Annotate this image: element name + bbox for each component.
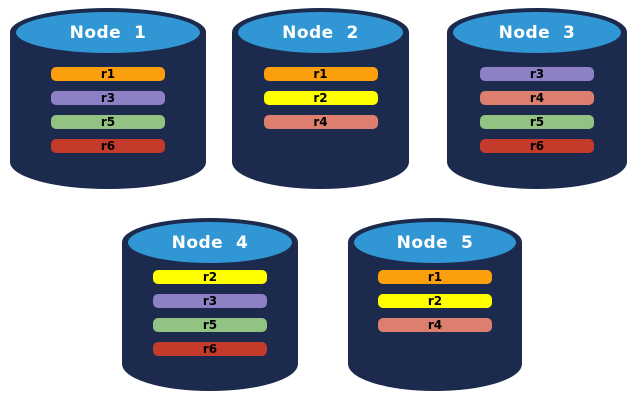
db-node-3: Node 3 r3 r4 r5 r6 (447, 8, 627, 189)
replica-bar-r2: r2 (263, 91, 378, 105)
node-label: Node 5 (396, 232, 474, 253)
db-cylinder-top: Node 3 (450, 9, 624, 56)
db-cylinder-top: Node 2 (235, 9, 406, 56)
db-node-2: Node 2 r1 r2 r4 (232, 8, 409, 189)
replica-bar-r3: r3 (51, 91, 165, 105)
node-label: Node 1 (69, 22, 147, 43)
node-label: Node 4 (171, 232, 249, 253)
replica-bar-r1: r1 (51, 67, 165, 81)
replica-bar-r5: r5 (153, 318, 267, 332)
replica-bar-r6: r6 (51, 139, 165, 153)
replica-bar-r4: r4 (263, 115, 378, 129)
replica-bar-r6: r6 (480, 139, 594, 153)
db-cylinder-top: Node 1 (13, 9, 203, 56)
replica-bar-r2: r2 (378, 294, 492, 308)
db-node-4: Node 4 r2 r3 r5 r6 (122, 218, 298, 391)
replica-list: r3 r4 r5 r6 (447, 67, 627, 153)
replica-bar-r5: r5 (480, 115, 594, 129)
replica-bar-r6: r6 (153, 342, 267, 356)
db-node-5: Node 5 r1 r2 r4 (348, 218, 522, 391)
replica-bar-r1: r1 (378, 270, 492, 284)
replica-bar-r3: r3 (153, 294, 267, 308)
db-cylinder-top: Node 4 (125, 219, 295, 266)
replica-bar-r3: r3 (480, 67, 594, 81)
replica-bar-r1: r1 (263, 67, 378, 81)
db-cylinder-top: Node 5 (351, 219, 519, 266)
replica-bar-r4: r4 (378, 318, 492, 332)
node-label: Node 2 (282, 22, 359, 43)
replica-bar-r2: r2 (153, 270, 267, 284)
replica-bar-r5: r5 (51, 115, 165, 129)
replica-list: r2 r3 r5 r6 (122, 270, 298, 356)
replica-list: r1 r2 r4 (348, 270, 522, 332)
replica-bar-r4: r4 (480, 91, 594, 105)
db-node-1: Node 1 r1 r3 r5 r6 (10, 8, 206, 189)
replica-list: r1 r3 r5 r6 (10, 67, 206, 153)
node-label: Node 3 (498, 22, 576, 43)
replica-list: r1 r2 r4 (232, 67, 409, 129)
